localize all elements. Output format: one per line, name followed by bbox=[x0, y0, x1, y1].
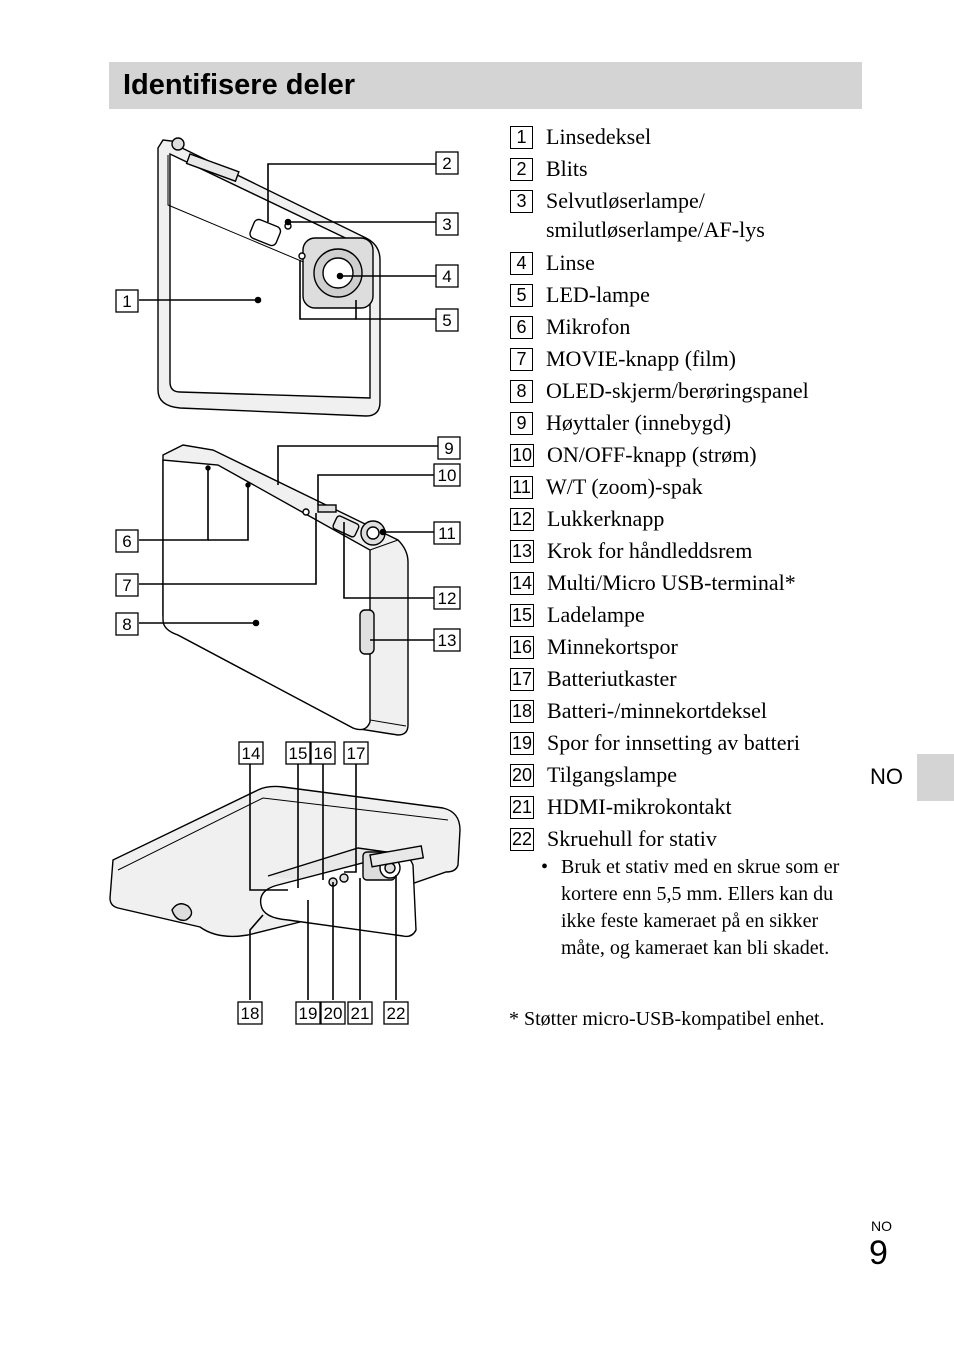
bullet: • bbox=[541, 856, 549, 878]
svg-text:16: 16 bbox=[314, 744, 333, 763]
svg-text:22: 22 bbox=[387, 1004, 406, 1023]
svg-text:9: 9 bbox=[444, 439, 453, 458]
svg-text:5: 5 bbox=[442, 311, 451, 330]
callout-3: 3 bbox=[435, 212, 459, 236]
language-tab-label: NO bbox=[870, 764, 903, 789]
svg-text:21: 21 bbox=[351, 1004, 370, 1023]
svg-text:18: 18 bbox=[241, 1004, 260, 1023]
svg-text:2: 2 bbox=[442, 154, 451, 173]
callout-10: 10 bbox=[433, 463, 461, 487]
callout-20: 20 bbox=[320, 1001, 346, 1025]
camera-bottom-view bbox=[109, 785, 461, 938]
callout-21: 21 bbox=[347, 1001, 373, 1025]
callout-9: 9 bbox=[437, 436, 461, 460]
svg-text:1: 1 bbox=[122, 292, 131, 311]
tripod-note-text: Bruk et stativ med en skrue som er korte… bbox=[561, 856, 840, 959]
callout-14: 14 bbox=[238, 741, 264, 765]
camera-parts-illustration: 1 2 3 4 5 6 7 8 9 10 11 12 13 14 15 16 1… bbox=[109, 137, 461, 1025]
callout-17: 17 bbox=[343, 741, 369, 765]
callout-13: 13 bbox=[433, 628, 461, 652]
svg-text:15: 15 bbox=[289, 744, 308, 763]
callout-8: 8 bbox=[115, 612, 139, 636]
callout-12: 12 bbox=[433, 586, 461, 610]
callout-18: 18 bbox=[237, 1001, 263, 1025]
svg-text:13: 13 bbox=[438, 631, 457, 650]
language-tab bbox=[917, 754, 954, 801]
callout-15: 15 bbox=[285, 741, 311, 765]
camera-front-view bbox=[157, 137, 381, 417]
svg-text:10: 10 bbox=[438, 466, 457, 485]
callout-5: 5 bbox=[435, 308, 459, 332]
callout-1: 1 bbox=[115, 289, 139, 313]
svg-text:6: 6 bbox=[122, 532, 131, 551]
page-number: 9 bbox=[869, 1234, 888, 1272]
callout-16: 16 bbox=[310, 741, 336, 765]
callout-19: 19 bbox=[295, 1001, 321, 1025]
svg-text:12: 12 bbox=[438, 589, 457, 608]
section-header: Identifisere deler bbox=[109, 62, 862, 109]
svg-text:14: 14 bbox=[242, 744, 261, 763]
camera-back-view bbox=[162, 444, 409, 736]
svg-text:20: 20 bbox=[324, 1004, 343, 1023]
page-language-code: NO bbox=[871, 1218, 892, 1234]
callout-11: 11 bbox=[433, 521, 461, 545]
callout-4: 4 bbox=[435, 264, 459, 288]
svg-text:11: 11 bbox=[438, 524, 456, 543]
section-title: Identifisere deler bbox=[123, 69, 356, 101]
svg-text:7: 7 bbox=[122, 576, 131, 595]
svg-text:3: 3 bbox=[442, 215, 451, 234]
svg-text:4: 4 bbox=[442, 267, 451, 286]
svg-text:17: 17 bbox=[347, 744, 366, 763]
callout-6: 6 bbox=[115, 529, 139, 553]
callout-2: 2 bbox=[435, 151, 459, 175]
svg-text:8: 8 bbox=[122, 615, 131, 634]
callout-7: 7 bbox=[115, 573, 139, 597]
footnote: * Støtter micro-USB-kompatibel enhet. bbox=[509, 1008, 825, 1030]
svg-text:19: 19 bbox=[299, 1004, 318, 1023]
callout-22: 22 bbox=[383, 1001, 409, 1025]
